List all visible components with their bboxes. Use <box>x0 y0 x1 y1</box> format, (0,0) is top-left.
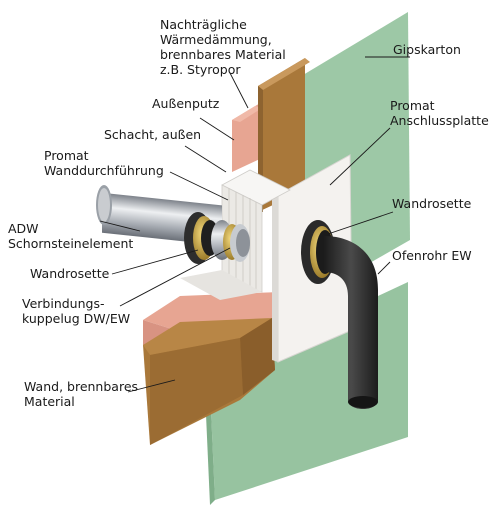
label-promat-anschlussplatte: Promat Anschlussplatte <box>390 98 489 128</box>
label-nachtraegliche-waermedaemmung: Nachträgliche Wärmedämmung, brennbares M… <box>160 17 286 77</box>
coupling-assembly <box>184 212 250 264</box>
label-ofenrohr-ew: Ofenrohr EW <box>392 248 472 263</box>
label-wandrosette-right: Wandrosette <box>392 196 472 211</box>
wood-beam-upper <box>258 58 305 212</box>
label-verbindungskupplung: Verbindungs- kuppelug DW/EW <box>22 296 131 326</box>
label-promat-wanddurchfuehrung: Promat Wanddurchführung <box>44 148 164 178</box>
label-aussenputz: Außenputz <box>152 96 220 111</box>
label-schacht-aussen: Schacht, außen <box>104 127 202 142</box>
label-adw-schornsteinelement: ADW Schornsteinelement <box>8 221 134 251</box>
ofenrohr-ew-pipe <box>324 236 378 409</box>
leader-lines <box>99 56 410 393</box>
wall-lower-section <box>143 292 280 445</box>
label-wandrosette-left: Wandrosette <box>30 266 110 281</box>
label-gipskarton: Gipskarton <box>393 42 461 57</box>
label-wand-brennbares-material: Wand, brennbares Material <box>24 379 139 409</box>
